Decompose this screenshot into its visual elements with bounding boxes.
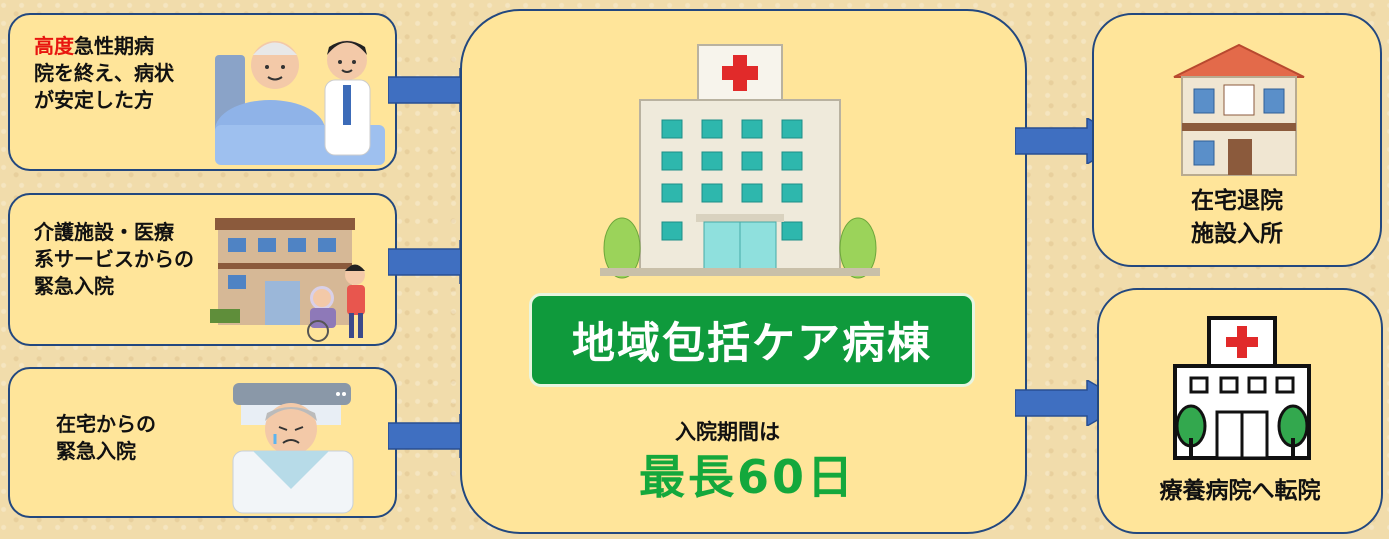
input-home-line2: 緊急入院 [56,439,136,463]
output-home-line2: 施設入所 [1191,221,1283,248]
input-acute-line3: が安定した方 [34,88,154,112]
sick-patient-illustration [232,383,354,514]
input-box-care: 介護施設・医療 系サービスからの 緊急入院 [8,193,397,346]
hospital-illustration [600,44,880,279]
input-home-line1: 在宅からの [56,412,156,436]
output-box-transfer: 療養病院へ転院 [1097,288,1383,534]
care-facility-illustration [210,218,365,342]
input-care-text: 介護施設・医療 系サービスからの 緊急入院 [34,219,194,300]
ward-title-badge: 地域包括ケア病棟 [529,293,975,387]
input-acute-highlight: 高度 [34,34,74,58]
input-home-text: 在宅からの 緊急入院 [56,411,156,465]
input-care-line3: 緊急入院 [34,274,114,298]
input-care-line1: 介護施設・医療 [34,220,174,244]
output-home-line1: 在宅退院 [1191,188,1283,214]
house-illustration [1173,43,1305,176]
input-acute-line2: 院を終え、病状 [34,61,174,85]
period-label: 入院期間は [675,420,780,444]
ward-title: 地域包括ケア病棟 [572,319,932,369]
output-box-home: 在宅退院 施設入所 [1092,13,1382,267]
period-value: 最長60日 [639,450,857,504]
output-transfer-text: 療養病院へ転院 [1099,476,1381,507]
patient-doctor-illustration [215,40,385,165]
input-acute-text: 高度急性期病 院を終え、病状 が安定した方 [34,33,174,114]
output-home-text: 在宅退院 施設入所 [1094,185,1380,252]
clinic-illustration [1173,316,1311,460]
input-box-acute: 高度急性期病 院を終え、病状 が安定した方 [8,13,397,171]
input-acute-line1: 急性期病 [74,34,154,58]
input-care-line2: 系サービスからの [34,247,194,271]
output-transfer-line1: 療養病院へ転院 [1159,478,1321,504]
input-box-home: 在宅からの 緊急入院 [8,367,397,518]
